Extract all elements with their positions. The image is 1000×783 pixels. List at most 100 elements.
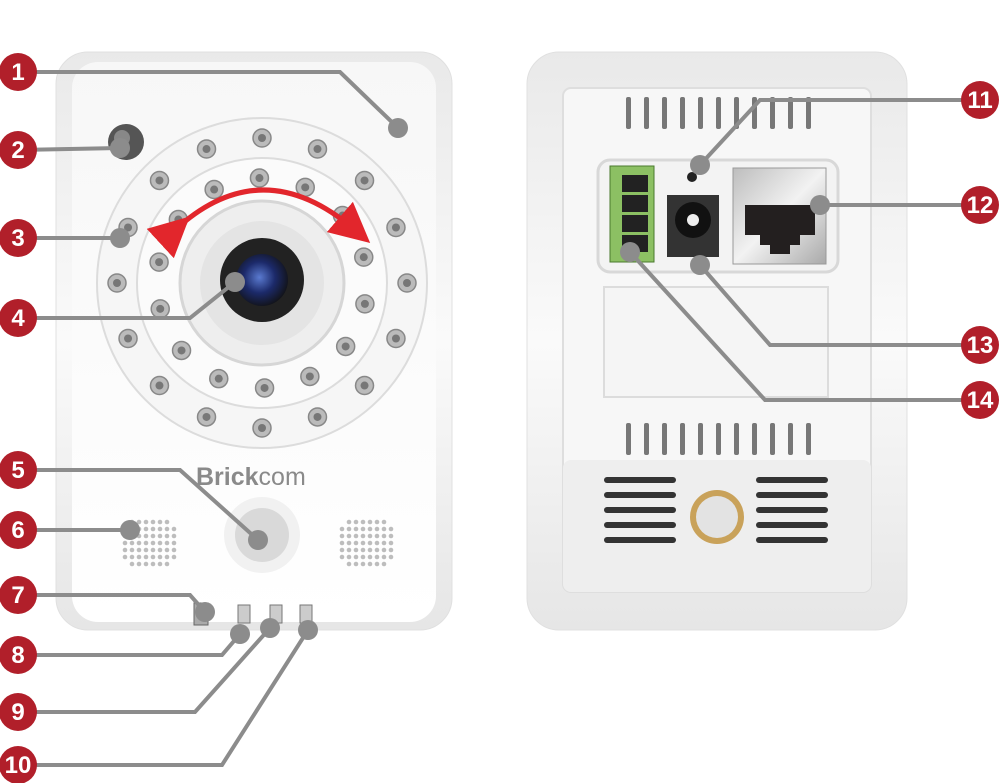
ir-led: [196, 407, 217, 427]
grille-hole: [157, 519, 163, 525]
grille-hole: [381, 519, 387, 525]
callout-number: 11: [967, 87, 992, 114]
callout-7: 7: [0, 576, 37, 614]
leader-dot: [110, 138, 130, 158]
ir-led: [196, 139, 217, 159]
grille-hole: [346, 533, 352, 539]
grille-hole: [346, 561, 352, 567]
camera-back: [526, 51, 908, 631]
leader-dot: [690, 255, 710, 275]
ir-led: [354, 247, 374, 267]
grille-hole: [129, 547, 135, 553]
ir-led: [335, 336, 356, 357]
callout-2: 2: [0, 131, 37, 169]
grille-hole: [381, 540, 387, 546]
brand-logo: Brickcom: [196, 463, 306, 491]
grille-hole: [164, 554, 170, 560]
grille-hole: [171, 533, 177, 539]
grille-hole: [367, 519, 373, 525]
leader-dots: [110, 118, 830, 644]
leader-line: [18, 632, 242, 657]
grille-hole: [136, 554, 142, 560]
grille-hole: [143, 547, 149, 553]
callout-4: 4: [0, 299, 37, 337]
grille-hole: [353, 554, 359, 560]
label-area: [603, 286, 829, 398]
grille-hole: [367, 554, 373, 560]
grille-hole: [353, 526, 359, 532]
grille-hole: [150, 540, 156, 546]
camera-front: Brickcom: [55, 51, 453, 631]
callout-3: 3: [0, 219, 37, 257]
grille-hole: [150, 519, 156, 525]
grille-hole: [374, 526, 380, 532]
leader-dot: [810, 195, 830, 215]
leader-line: [18, 626, 272, 714]
grille-hole: [143, 554, 149, 560]
leader-line: [698, 98, 980, 167]
grille-hole: [136, 547, 142, 553]
ir-led: [171, 340, 192, 361]
grille-hole: [388, 526, 394, 532]
grille-hole: [171, 554, 177, 560]
grille-hole: [164, 547, 170, 553]
pan-arrow-icon: [146, 187, 371, 259]
ir-led: [249, 168, 270, 188]
grille-hole: [143, 519, 149, 525]
ir-led: [300, 366, 320, 387]
grille-hole: [143, 561, 149, 567]
callout-1: 1: [0, 53, 37, 91]
grille-hole: [164, 519, 170, 525]
ir-led: [354, 375, 375, 396]
grille-hole: [360, 526, 366, 532]
callout-14: 14: [961, 381, 999, 419]
callout-number: 14: [967, 387, 994, 414]
grille-hole: [346, 540, 352, 546]
grille-hole: [339, 547, 345, 553]
grille-hole: [157, 547, 163, 553]
ir-led: [118, 328, 138, 349]
grille-hole: [381, 533, 387, 539]
leader-dot: [620, 242, 640, 262]
ir-led: [397, 273, 417, 293]
grille-hole: [353, 540, 359, 546]
grille-hole: [171, 526, 177, 532]
callout-13: 13: [961, 326, 999, 364]
grille-hole: [157, 561, 163, 567]
ir-led: [386, 328, 406, 349]
callout-8: 8: [0, 636, 37, 674]
leader-line: [18, 70, 400, 130]
grille-hole: [171, 547, 177, 553]
ir-led: [149, 375, 170, 396]
ir-led: [254, 378, 275, 398]
callout-11: 11: [961, 81, 999, 119]
grille-hole: [129, 554, 135, 560]
grille-hole: [367, 526, 373, 532]
grille-hole: [150, 561, 156, 567]
grille-hole: [360, 540, 366, 546]
callout-number: 12: [967, 192, 994, 219]
ir-led: [149, 170, 170, 191]
grille-hole: [150, 547, 156, 553]
grille-hole: [353, 547, 359, 553]
leader-lines: [17, 70, 980, 767]
grille-hole: [367, 533, 373, 539]
callout-6: 6: [0, 511, 37, 549]
grille-hole: [164, 533, 170, 539]
leader-line: [18, 628, 310, 767]
callout-number: 9: [11, 699, 24, 726]
leader-dot: [120, 520, 140, 540]
ir-led: [149, 252, 169, 272]
callout-number: 1: [11, 59, 24, 86]
callout-number: 10: [5, 752, 32, 779]
grille-hole: [157, 526, 163, 532]
grille-hole: [157, 533, 163, 539]
ir-led: [107, 273, 127, 293]
ir-led: [354, 170, 375, 191]
leader-dot: [690, 155, 710, 175]
grille-hole: [122, 554, 128, 560]
grille-hole: [367, 561, 373, 567]
leader-dot: [248, 530, 268, 550]
grille-hole: [360, 554, 366, 560]
grille-hole: [122, 540, 128, 546]
